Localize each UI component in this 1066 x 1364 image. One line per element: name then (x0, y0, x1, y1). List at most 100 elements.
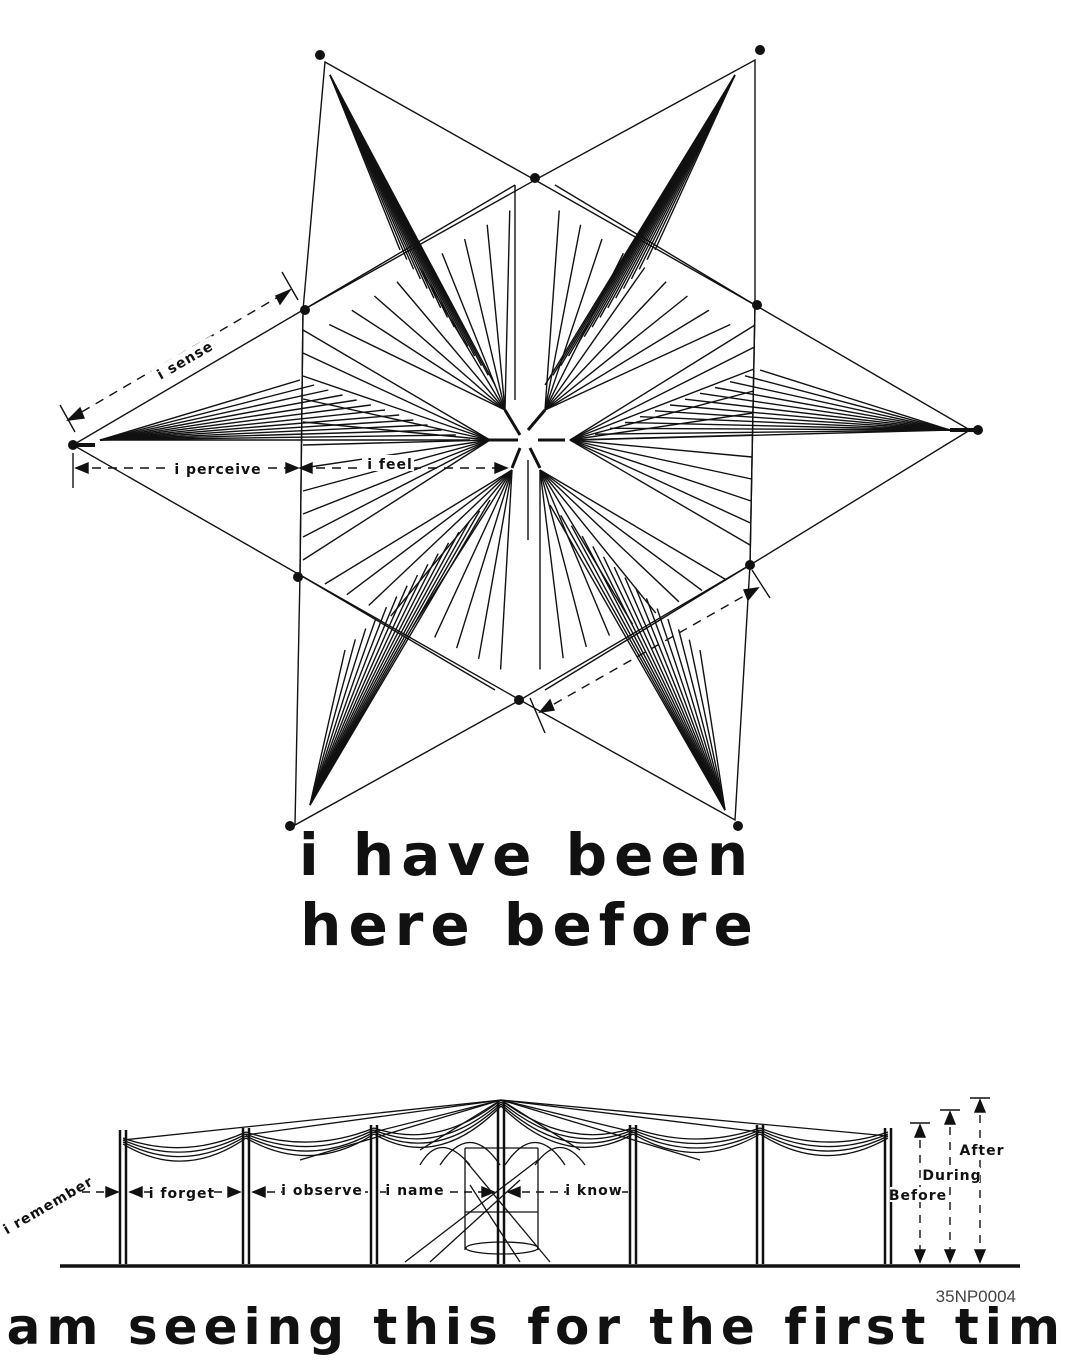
fan-line (581, 535, 726, 811)
fan-line (309, 649, 346, 806)
label-i-forget: i forget (149, 1186, 216, 1202)
fan-line (99, 424, 428, 441)
fan-line (569, 346, 755, 441)
fan-line (654, 410, 951, 431)
fan-line (309, 563, 429, 806)
fan-line (539, 469, 587, 648)
fan-line (539, 469, 634, 625)
drape-curve (632, 1131, 761, 1149)
label-before: Before (889, 1188, 947, 1204)
fan-line (390, 469, 513, 617)
fan-line (99, 384, 315, 441)
fan-line (569, 434, 753, 441)
drape-curve (122, 1137, 247, 1162)
fan-line (441, 252, 506, 411)
fan-line (569, 439, 751, 524)
canopy-ridge-line (500, 1099, 581, 1151)
center-hub (485, 409, 565, 469)
fan-line (624, 577, 726, 811)
fan-line (699, 392, 951, 431)
fan-line (549, 504, 726, 811)
fan-line (569, 324, 756, 441)
fan-line (499, 469, 513, 670)
fan-line (544, 210, 560, 411)
fan-line (544, 252, 625, 411)
radiating-lines (99, 74, 951, 811)
label-i-observe: i observe (281, 1183, 363, 1199)
fan-line (609, 427, 951, 431)
fan-line (434, 469, 513, 638)
fan-line (302, 439, 491, 538)
drape-curve (373, 1099, 502, 1136)
drape-curve (759, 1131, 889, 1152)
poles (118, 1100, 893, 1264)
fan-line (477, 469, 513, 659)
title-line-1: i have been (299, 821, 755, 889)
canopy-ridge-line (299, 1099, 502, 1161)
fan-line (99, 409, 386, 441)
fan-line (759, 369, 951, 431)
fan-line (302, 375, 491, 441)
fan-line (539, 469, 611, 636)
star-dimensions (59, 271, 771, 734)
drape-curve (245, 1127, 375, 1143)
fan-line (99, 394, 343, 441)
fan-line (351, 309, 506, 411)
drape-curve (122, 1135, 247, 1158)
fan-line (544, 281, 667, 411)
fan-line (592, 546, 726, 811)
fan-line (569, 439, 751, 546)
fan-line (418, 267, 506, 411)
fan-line (688, 639, 726, 811)
label-i-sense: i sense (155, 338, 217, 383)
fan-line (667, 618, 726, 811)
fan-line (309, 639, 357, 806)
canopy-drapes (122, 1099, 889, 1162)
elevation-dimensions (82, 1097, 990, 1264)
drape-curve (245, 1129, 375, 1148)
fan-line (309, 574, 419, 806)
fan-line (302, 439, 491, 515)
canopy-ridge-line (500, 1099, 889, 1137)
canopy-ridge-line (500, 1099, 761, 1133)
drape-curve (245, 1131, 375, 1152)
label-i-remember: i remember (1, 1174, 97, 1238)
fan-line (99, 379, 301, 441)
canopy-ridge-line (500, 1099, 701, 1161)
fan-line (328, 323, 506, 411)
fan-line (373, 295, 506, 411)
drape-curve (122, 1131, 247, 1149)
fan-line (569, 368, 755, 441)
fan-line (635, 587, 726, 811)
fan-line (396, 281, 506, 411)
fan-line (309, 596, 398, 806)
fan-line (302, 439, 491, 561)
fan-line (639, 415, 951, 431)
fan-line (99, 429, 442, 441)
drape-curve (759, 1133, 889, 1157)
fan-line (544, 238, 603, 411)
bottom-title: i am seeing this for the first time (0, 1298, 1066, 1356)
fan-line (309, 617, 377, 806)
fan-line (309, 499, 491, 806)
fan-line (302, 439, 491, 446)
fan-line (544, 224, 582, 411)
label-after: After (959, 1143, 1004, 1159)
fan-line (544, 323, 731, 411)
fan-line (544, 74, 736, 386)
fan-line (602, 556, 726, 811)
fan-line (99, 434, 456, 441)
fan-line (302, 352, 491, 441)
fan-line (544, 295, 688, 411)
drape-curve (500, 1103, 634, 1144)
fan-line (302, 421, 491, 441)
fan-line (99, 419, 414, 441)
fan-line (569, 439, 752, 502)
tent-elevation (60, 1099, 1020, 1268)
fan-line (569, 390, 754, 441)
fan-line (544, 267, 646, 411)
fan-line (645, 597, 726, 811)
canopy-ridge-line (245, 1099, 502, 1136)
fan-line (302, 329, 491, 441)
label-during: During (922, 1168, 981, 1184)
